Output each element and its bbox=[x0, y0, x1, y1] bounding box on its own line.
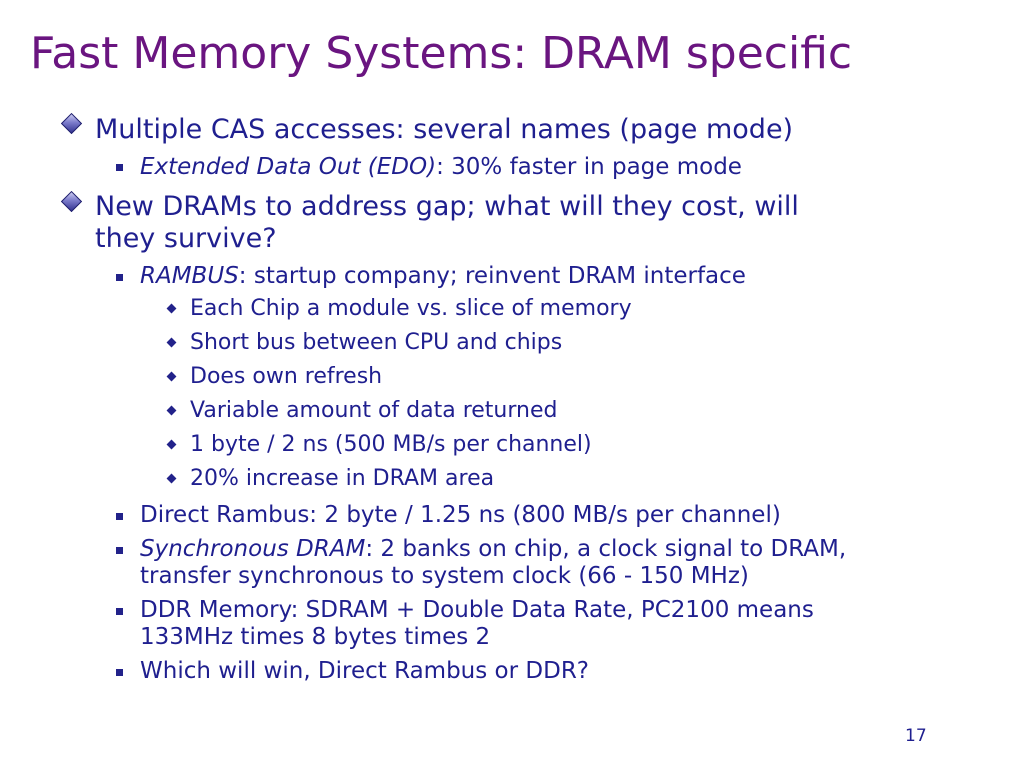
sub-sub-bullet-text: Short bus between CPU and chips bbox=[190, 330, 563, 355]
bullet-text: New DRAMs to address gap; what will they… bbox=[95, 191, 799, 222]
sub-sub-bullet-text: Does own refresh bbox=[190, 364, 383, 389]
sub-bullet-text: Direct Rambus: 2 byte / 1.25 ns (800 MB/… bbox=[140, 502, 781, 528]
rambus-desc: : startup company; reinvent DRAM interfa… bbox=[238, 263, 746, 289]
square-bullet-icon bbox=[116, 547, 123, 554]
square-bullet-icon bbox=[116, 669, 123, 676]
sub-bullet-text: Which will win, Direct Rambus or DDR? bbox=[140, 658, 590, 684]
sub-sub-bullet-text: Each Chip a module vs. slice of memory bbox=[190, 296, 632, 321]
square-bullet-icon bbox=[116, 274, 123, 281]
small-diamond-icon bbox=[166, 405, 177, 416]
sdram-term: Synchronous DRAM bbox=[140, 536, 366, 562]
small-diamond-icon bbox=[166, 303, 177, 314]
sub-sub-bullet-text: 20% increase in DRAM area bbox=[190, 466, 495, 491]
square-bullet-icon bbox=[116, 164, 123, 171]
small-diamond-icon bbox=[166, 337, 177, 348]
sub-bullet-text: RAMBUS: startup company; reinvent DRAM i… bbox=[140, 261, 746, 291]
sub-sub-bullet-text: 1 byte / 2 ns (500 MB/s per channel) bbox=[190, 432, 592, 457]
sub-bullet-text: DDR Memory: SDRAM + Double Data Rate, PC… bbox=[140, 597, 814, 623]
sub-bullet-text: Synchronous DRAM: 2 banks on chip, a clo… bbox=[140, 534, 846, 564]
slide-title: Fast Memory Systems: DRAM specific bbox=[30, 28, 853, 79]
small-diamond-icon bbox=[166, 473, 177, 484]
sub-bullet-text: Extended Data Out (EDO): 30% faster in p… bbox=[140, 152, 742, 182]
edo-term: Extended Data Out (EDO) bbox=[140, 154, 437, 180]
square-bullet-icon bbox=[116, 608, 123, 615]
diamond-bullet-icon bbox=[60, 190, 83, 213]
square-bullet-icon bbox=[116, 513, 123, 520]
sdram-desc: : 2 banks on chip, a clock signal to DRA… bbox=[365, 536, 847, 562]
diamond-bullet-icon bbox=[60, 112, 83, 135]
sub-bullet-text-cont: transfer synchronous to system clock (66… bbox=[140, 563, 749, 589]
edo-desc: : 30% faster in page mode bbox=[436, 154, 742, 180]
sub-sub-bullet-text: Variable amount of data returned bbox=[190, 398, 558, 423]
bullet-text-cont: they survive? bbox=[95, 223, 277, 254]
small-diamond-icon bbox=[166, 439, 177, 450]
rambus-term: RAMBUS bbox=[140, 263, 239, 289]
page-number: 17 bbox=[905, 726, 927, 746]
sub-bullet-text-cont: 133MHz times 8 bytes times 2 bbox=[140, 624, 491, 650]
bullet-text: Multiple CAS accesses: several names (pa… bbox=[95, 114, 794, 145]
small-diamond-icon bbox=[166, 371, 177, 382]
